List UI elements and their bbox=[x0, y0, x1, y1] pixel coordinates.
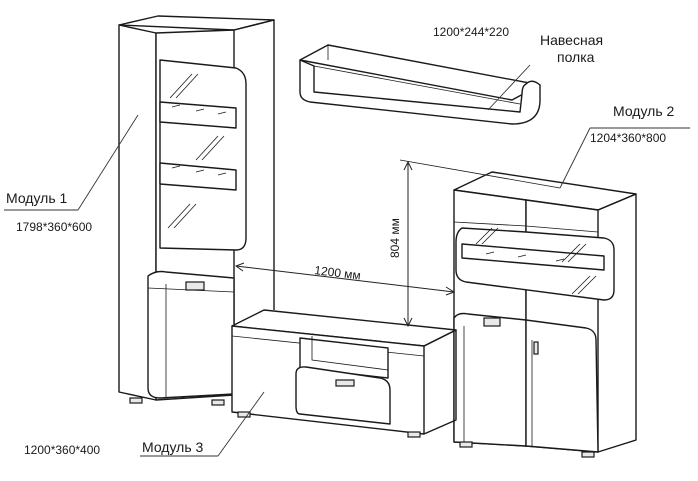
module-3-tv-stand bbox=[231, 309, 457, 438]
shelf-dimensions: 1200*244*220 bbox=[433, 25, 509, 39]
module-2-label: Модуль 2 bbox=[613, 103, 675, 119]
height-dimension-label: 804 мм bbox=[388, 218, 402, 258]
shelf-leader bbox=[487, 64, 531, 111]
width-dimension-line bbox=[234, 262, 456, 296]
module-2-dimensions: 1204*360*800 bbox=[590, 131, 666, 145]
module-3-dimensions: 1200*360*400 bbox=[24, 443, 100, 457]
module-1-label: Модуль 1 bbox=[6, 190, 68, 206]
module-3-label: Модуль 3 bbox=[142, 439, 204, 455]
module-1-cabinet bbox=[118, 15, 275, 406]
module-2-leader bbox=[559, 127, 591, 189]
module-1-leader bbox=[77, 114, 139, 211]
width-dimension-label: 1200 мм bbox=[314, 263, 362, 283]
shelf-name-line1: Навесная bbox=[540, 32, 603, 48]
hanging-shelf bbox=[299, 44, 541, 125]
module-2-cabinet bbox=[453, 171, 637, 458]
module-1-dimensions: 1798*360*600 bbox=[16, 220, 92, 234]
module-3-leader bbox=[217, 391, 265, 457]
height-dimension-line bbox=[399, 159, 561, 328]
shelf-name-line2: полка bbox=[557, 49, 595, 65]
